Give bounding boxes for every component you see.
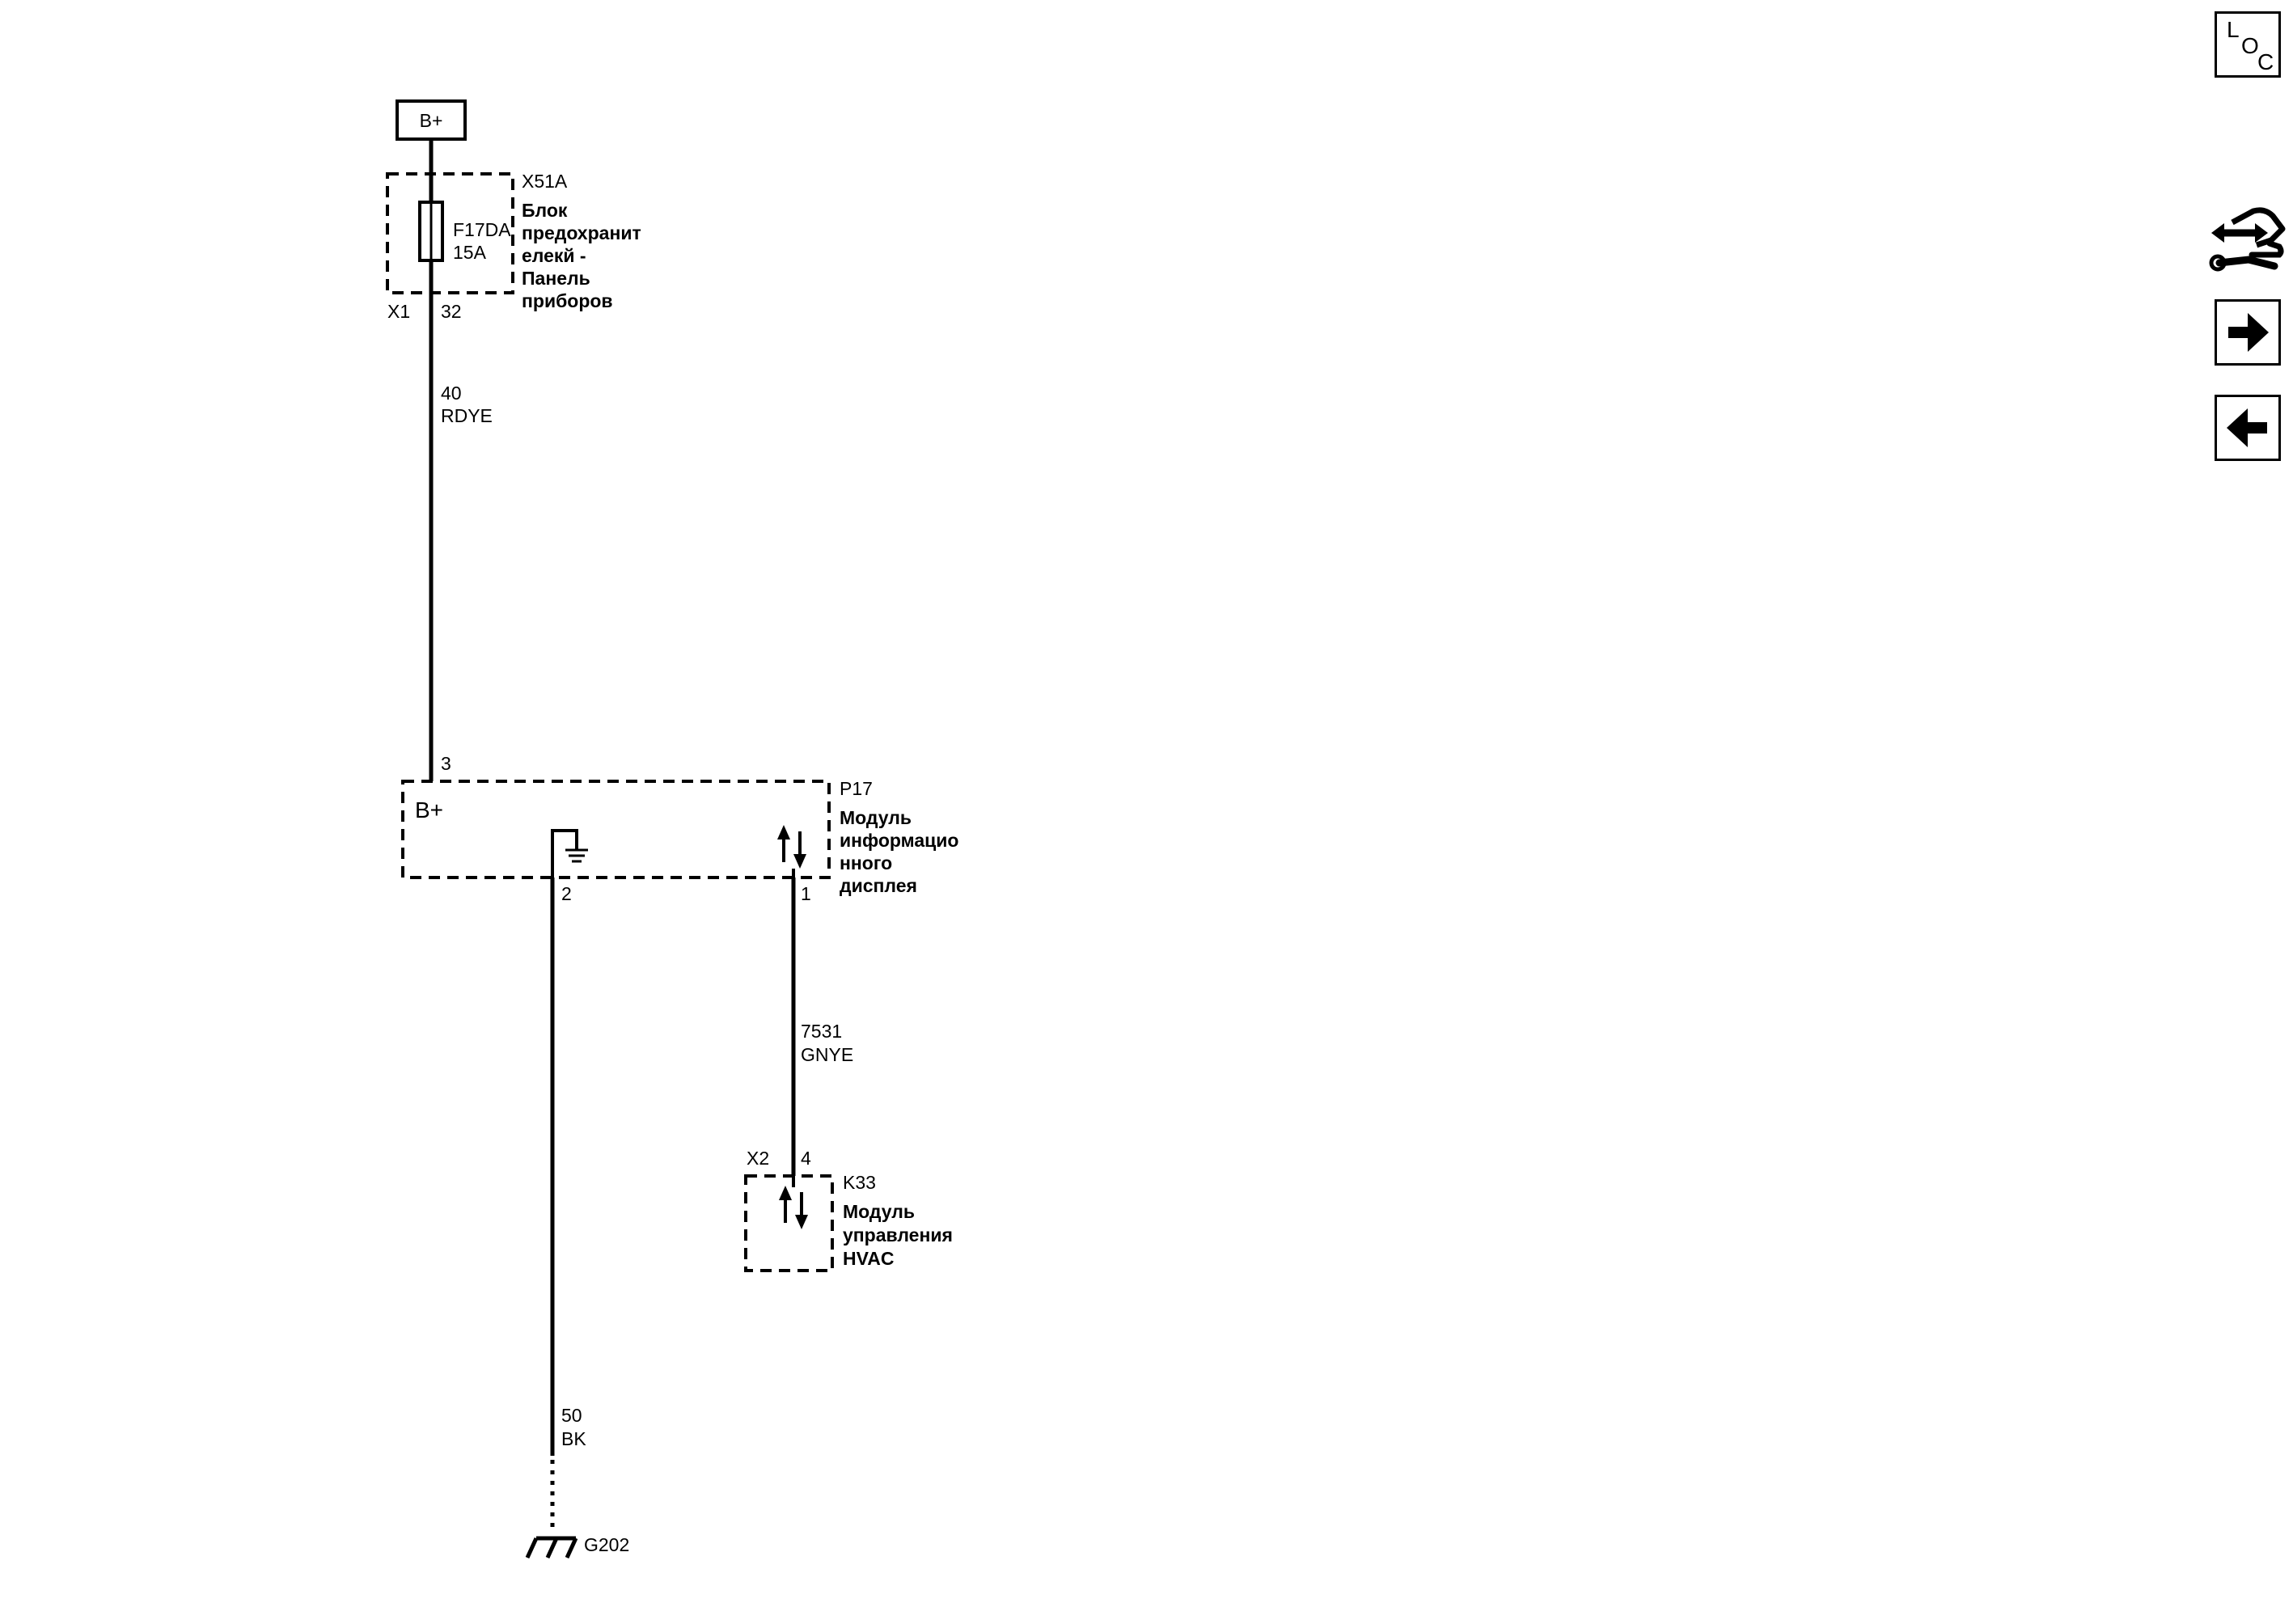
fuse-block-pin: 32: [441, 301, 462, 322]
k33-name-line: HVAC: [843, 1248, 894, 1269]
tools-icon[interactable]: [2208, 206, 2286, 284]
p17-internal-ground-icon: [551, 829, 578, 878]
wire-3-circuit: 50: [561, 1405, 582, 1426]
p17-module-outline: [401, 780, 831, 879]
p17-power-label: B+: [415, 797, 443, 823]
previous-page-button[interactable]: [2215, 395, 2281, 461]
chassis-ground-icon: [525, 1536, 578, 1559]
fuse-block-harness-connector: X1: [387, 301, 410, 322]
k33-pin: 4: [801, 1148, 811, 1169]
loc-letter-l: L: [2227, 17, 2240, 42]
p17-name-line: дисплея: [840, 875, 917, 896]
fuse-block-outline: [386, 172, 514, 294]
ground-id: G202: [584, 1534, 629, 1555]
k33-name-line: управления: [843, 1224, 953, 1245]
next-page-button[interactable]: [2215, 299, 2281, 366]
k33-module-outline: [744, 1174, 834, 1272]
arrow-right-icon: [2228, 313, 2269, 352]
loc-letter-o: O: [2241, 33, 2259, 58]
fuse-id: F17DA: [453, 219, 511, 240]
location-button[interactable]: L O C: [2215, 11, 2281, 78]
p17-id: P17: [840, 778, 873, 799]
fuse-block-name-line: Блок: [522, 200, 568, 221]
fuse-block-connector: X51A: [522, 171, 568, 192]
wire-2-circuit: 7531: [801, 1021, 842, 1042]
wire-1-color: RDYE: [441, 405, 493, 426]
p17-data-arrows-icon: [777, 825, 806, 878]
wire-2-color: GNYE: [801, 1044, 853, 1065]
k33-harness-connector: X2: [747, 1148, 769, 1169]
k33-name-line: Модуль: [843, 1201, 915, 1222]
k33-id: K33: [843, 1172, 876, 1193]
fuse-block-name-line: елекй -: [522, 245, 586, 266]
loc-letter-c: C: [2257, 49, 2274, 74]
fuse-block-name-line: предохранит: [522, 222, 641, 243]
p17-pin-ground: 2: [561, 883, 572, 904]
fuse-block-name-line: приборов: [522, 290, 613, 311]
fuse-block-name-line: Панель: [522, 268, 590, 289]
p17-pin-data: 1: [801, 883, 811, 904]
arrow-left-icon: [2227, 408, 2267, 447]
power-source-label: B+: [420, 110, 443, 131]
p17-name-line: Модуль: [840, 807, 912, 828]
p17-pin-power: 3: [441, 753, 451, 774]
p17-name-line: нного: [840, 852, 892, 873]
wire-3-color: BK: [561, 1428, 586, 1449]
k33-data-arrows-icon: [779, 1176, 808, 1229]
fuse-rating: 15A: [453, 242, 487, 263]
p17-name-line: информацио: [840, 830, 958, 851]
wire-1-circuit: 40: [441, 383, 462, 404]
